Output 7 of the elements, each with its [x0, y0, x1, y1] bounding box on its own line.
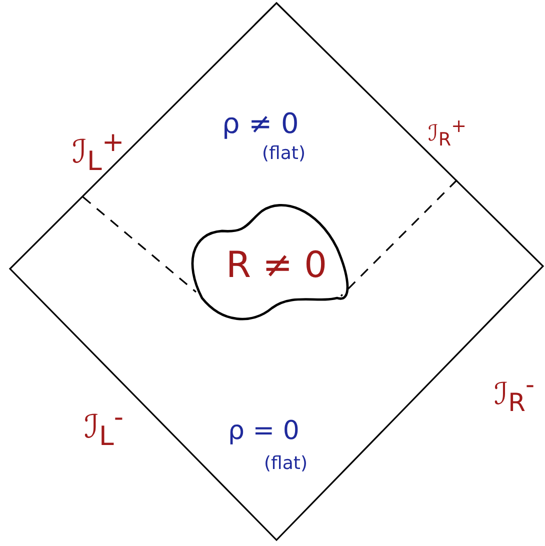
density-label: ρ = 0: [228, 418, 300, 444]
flat-note: (flat): [262, 145, 306, 163]
density-label: ρ ≠ 0: [222, 110, 299, 138]
dashed-line: [340, 179, 458, 297]
curvature-label: R ≠ 0: [226, 248, 327, 284]
dashed-line: [82, 196, 197, 293]
flat-note: (flat): [264, 455, 308, 473]
